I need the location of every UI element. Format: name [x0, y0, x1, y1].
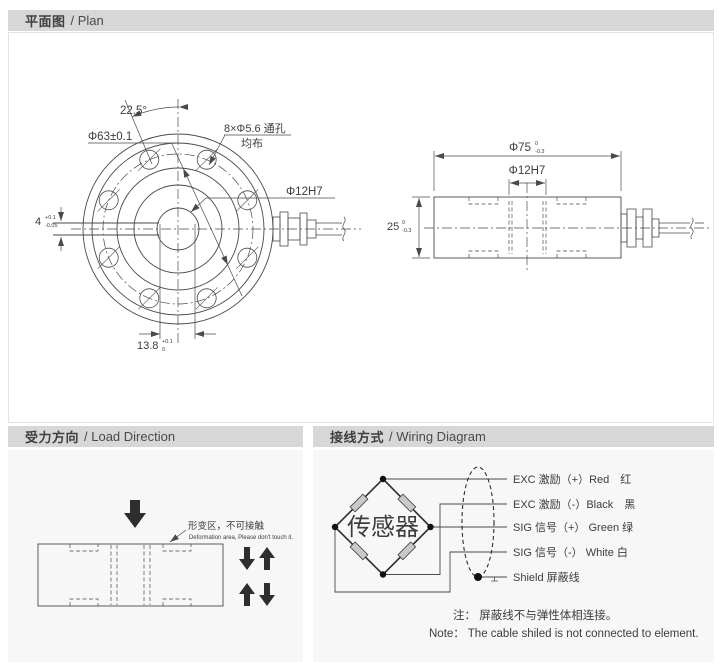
load-direction-drawing: 形变区，不可接触 Deformation area, Please don't … [37, 500, 293, 607]
deformation-label-en: Deformation area, Please don't touch it. [189, 535, 293, 541]
height-text: 25 [387, 221, 399, 233]
deformation-label-zh: 形变区，不可接触 [188, 520, 265, 532]
wiring-title-en: / Wiring Diagram [389, 429, 486, 444]
front-cable-gland [272, 211, 346, 247]
sensor-body [37, 543, 224, 607]
side-dia-text: Φ75 [509, 142, 531, 154]
bolt-holes [97, 148, 259, 310]
front-bore-leader [190, 197, 335, 213]
load-arrow-down-icon [124, 500, 146, 528]
height-tol-up: 0 [402, 220, 405, 226]
load-title-en: / Load Direction [84, 429, 176, 444]
front-view [53, 99, 361, 343]
side-dia-tol-up: 0 [535, 141, 538, 147]
bridge-label: 传感器 [347, 514, 419, 541]
plan-title-en: / Plan [70, 13, 104, 28]
wiring-title-zh: 接线方式 [330, 430, 385, 445]
shield-node [474, 573, 482, 581]
plan-drawing: 22.5° Φ63±0.1 8×Φ5.6 通孔 均布 Φ12H7 4 +0.1 … [35, 99, 709, 353]
note-en: Note： The cable shiled is not connected … [429, 628, 699, 640]
load-arrows [124, 500, 275, 606]
bridge-nodes [331, 475, 434, 578]
side-arrow-down2-icon [259, 583, 275, 606]
side-dia-tol-dn: -0.3 [535, 149, 544, 155]
plan-drawing-panel: 22.5° Φ63±0.1 8×Φ5.6 通孔 均布 Φ12H7 4 +0.1 … [8, 32, 714, 423]
wire-label-sig-minus: SIG 信号（-） White 白 [513, 545, 628, 559]
angle-dim-text: 22.5° [120, 105, 147, 117]
side-bore-text: Φ12H7 [509, 165, 546, 177]
slot-width-tol-up: +0.1 [45, 215, 56, 221]
slot-length-tol-dn: 0 [162, 347, 165, 353]
angle-dimension [124, 99, 189, 165]
wiring-section-header: 接线方式 / Wiring Diagram [313, 426, 714, 447]
wire-label-exc-plus: EXC 激励（+）Red 红 [513, 472, 631, 486]
wires [334, 478, 507, 593]
holes-leader [208, 134, 291, 166]
slot [53, 222, 196, 339]
front-bore-text: Φ12H7 [286, 186, 323, 198]
note-zh: 注： 屏蔽线不与弹性体相连接。 [453, 608, 617, 622]
wire-label-shield: Shield 屏蔽线 [513, 570, 580, 584]
flange-dia-text: Φ63±0.1 [88, 131, 132, 143]
side-arrow-up2-icon [239, 583, 255, 606]
wiring-diagram: 传感器 EXC 激励（+）Red 红 EXC 激励（-）Black 黑 SIG … [331, 466, 699, 640]
strain-gauges [349, 493, 417, 561]
dia75-dimension [433, 151, 622, 191]
wire-labels: EXC 激励（+）Red 红 EXC 激励（-）Black 黑 SIG 信号（+… [513, 472, 635, 584]
ground-symbol [491, 577, 498, 582]
wiring-diagram-panel: 传感器 EXC 激励（+）Red 红 EXC 激励（-）Black 黑 SIG … [313, 450, 714, 662]
side-bore-dimension [508, 179, 547, 195]
slot-length-text: 13.8 [137, 340, 158, 352]
height-tol-dn: -0.3 [402, 228, 411, 234]
slot-width-text: 4 [35, 216, 41, 228]
flange-dia-leader [88, 142, 243, 297]
wheatstone-bridge: 传感器 [331, 475, 434, 578]
wire-label-sig-plus: SIG 信号（+） Green 绿 [513, 520, 633, 534]
load-title-zh: 受力方向 [25, 430, 80, 445]
side-arrow-up-icon [259, 547, 275, 570]
side-arrow-down-icon [239, 547, 255, 570]
holes-text-line1: 8×Φ5.6 通孔 [224, 122, 286, 135]
wire-label-exc-minus: EXC 激励（-）Black 黑 [513, 497, 635, 511]
deformation-leader [169, 529, 187, 543]
load-direction-section-header: 受力方向 / Load Direction [8, 426, 303, 447]
height-dimension [412, 196, 430, 259]
slot-width-tol-dn: -0.05 [45, 223, 58, 229]
side-view [412, 151, 709, 273]
plan-title-zh: 平面图 [25, 14, 66, 29]
recess-lines [468, 197, 587, 258]
cable-ellipse [461, 466, 495, 578]
plan-section-header: 平面图 / Plan [8, 10, 714, 31]
holes-text-line2: 均布 [241, 137, 263, 150]
slot-length-tol-up: +0.1 [162, 339, 173, 345]
load-direction-panel: 形变区，不可接触 Deformation area, Please don't … [8, 450, 303, 662]
side-cable-gland [620, 208, 704, 248]
